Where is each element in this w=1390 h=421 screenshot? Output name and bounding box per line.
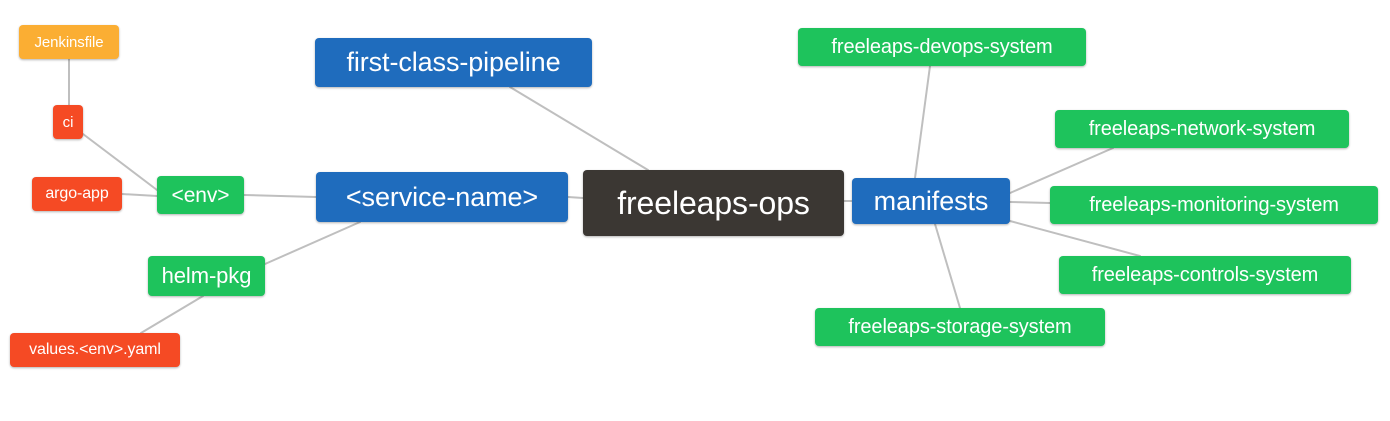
mindmap-node-network-system[interactable]: freeleaps-network-system	[1055, 110, 1349, 148]
mindmap-node-devops-system[interactable]: freeleaps-devops-system	[798, 28, 1086, 66]
mindmap-node-controls-system[interactable]: freeleaps-controls-system	[1059, 256, 1351, 294]
edge-first-class-pipeline-to-freeleaps-ops	[509, 86, 649, 171]
mindmap-node-service-name[interactable]: <service-name>	[316, 172, 568, 222]
edge-helm-pkg-to-service-name	[264, 221, 361, 265]
edge-values-env-yaml-to-helm-pkg	[140, 295, 204, 334]
edge-argo-app-to-env	[121, 193, 158, 197]
mindmap-node-jenkinsfile[interactable]: Jenkinsfile	[19, 25, 119, 59]
edge-devops-system-to-manifests	[914, 65, 931, 179]
mindmap-node-freeleaps-ops[interactable]: freeleaps-ops	[583, 170, 844, 236]
edge-env-to-service-name	[243, 194, 317, 198]
edge-manifests-to-monitoring-system	[1009, 201, 1051, 204]
mindmap-node-values-env-yaml[interactable]: values.<env>.yaml	[10, 333, 180, 367]
mindmap-node-manifests[interactable]: manifests	[852, 178, 1010, 224]
mindmap-node-storage-system[interactable]: freeleaps-storage-system	[815, 308, 1105, 346]
mindmap-node-argo-app[interactable]: argo-app	[32, 177, 122, 211]
mindmap-node-monitoring-system[interactable]: freeleaps-monitoring-system	[1050, 186, 1378, 224]
edge-manifests-to-storage-system	[934, 223, 961, 309]
mindmap-node-first-class-pipeline[interactable]: first-class-pipeline	[315, 38, 592, 87]
edge-manifests-to-controls-system	[1009, 220, 1141, 257]
mindmap-node-ci[interactable]: ci	[53, 105, 83, 139]
edge-service-name-to-freeleaps-ops	[567, 196, 584, 199]
mindmap-node-helm-pkg[interactable]: helm-pkg	[148, 256, 265, 296]
mindmap-node-env[interactable]: <env>	[157, 176, 244, 214]
